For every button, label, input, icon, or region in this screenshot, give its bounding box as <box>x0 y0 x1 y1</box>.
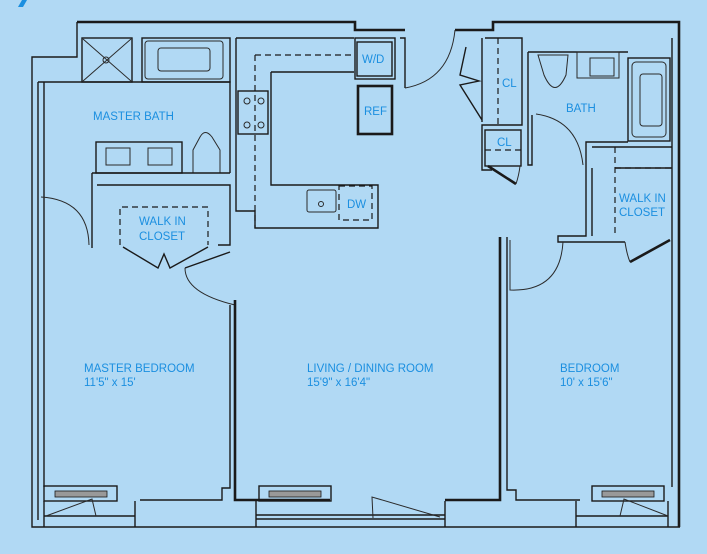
master-bath <box>38 37 236 306</box>
interior-walls <box>140 237 580 502</box>
kitchen <box>235 29 456 229</box>
label-closet-1: CL <box>502 78 517 90</box>
hall-closets <box>458 37 523 186</box>
label-bath: BATH <box>566 103 596 115</box>
label-bedroom-size: 10' x 15'6" <box>560 377 613 389</box>
label-refrigerator: REF <box>364 106 387 118</box>
label-living-dining: LIVING / DINING ROOM <box>307 363 434 375</box>
label-bedroom-closet-line2: CLOSET <box>619 207 665 219</box>
label-living-dining-size: 15'9" x 16'4" <box>307 377 370 389</box>
label-closet-2: CL <box>497 137 512 149</box>
label-washer-dryer: W/D <box>362 54 384 66</box>
label-master-bath: MASTER BATH <box>93 111 174 123</box>
windows <box>43 485 669 527</box>
label-dishwasher: DW <box>347 199 366 211</box>
label-master-bedroom-size: 11'5" x 15' <box>84 377 136 389</box>
bath <box>527 51 672 264</box>
label-bedroom-closet-line1: WALK IN <box>619 193 666 205</box>
label-master-closet-line2: CLOSET <box>139 231 185 243</box>
label-bedroom: BEDROOM <box>560 363 619 375</box>
room-labels: MASTER BATH WALK IN CLOSET W/D REF DW CL… <box>84 54 666 389</box>
label-master-bedroom: MASTER BEDROOM <box>84 363 195 375</box>
exterior-walls <box>31 20 681 528</box>
logo-mark <box>18 0 27 7</box>
label-master-closet-line1: WALK IN <box>139 216 186 228</box>
